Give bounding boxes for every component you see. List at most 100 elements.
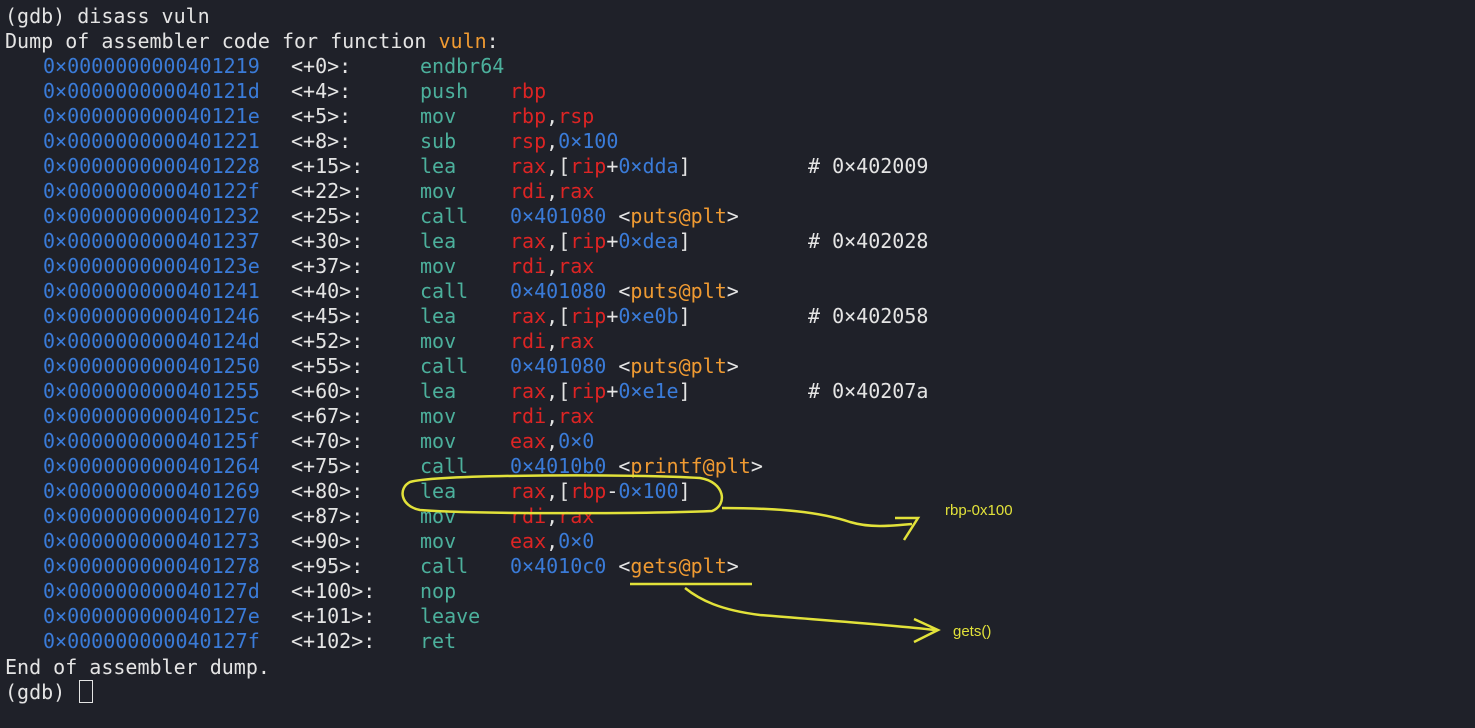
punctuation-token: ,[ <box>546 304 571 328</box>
instruction-mnemonic: mov <box>420 329 457 353</box>
punctuation-token: , <box>546 129 559 153</box>
punctuation-token: ] <box>678 229 691 253</box>
instruction-address: 0×0000000000401237 <box>43 229 260 253</box>
instruction-address: 0×000000000040123e <box>43 254 260 278</box>
instruction-mnemonic: mov <box>420 504 457 528</box>
punctuation-token: > <box>726 204 739 228</box>
instruction-offset: <+60>: <box>291 379 364 403</box>
instruction-mnemonic: lea <box>420 229 457 253</box>
register-token: rdi <box>510 179 547 203</box>
instruction-address: 0×0000000000401273 <box>43 529 260 553</box>
instruction-address: 0×000000000040127e <box>43 604 260 628</box>
dump-header-prefix: Dump of assembler code for function <box>5 29 439 53</box>
register-token: rsp <box>510 129 547 153</box>
instruction-address: 0×0000000000401246 <box>43 304 260 328</box>
instruction-mnemonic: endbr64 <box>420 54 505 78</box>
instruction-offset: <+25>: <box>291 204 364 228</box>
register-token: rsp <box>558 104 595 128</box>
number-token: 0×4010c0 <box>510 554 607 578</box>
disasm-row: 0×000000000040127f<+102>:ret <box>0 629 1100 654</box>
instruction-operands: rdi,rax <box>510 329 594 354</box>
instruction-operands: 0×4010b0 <printf@plt> <box>510 454 763 479</box>
punctuation-token: ,[ <box>546 379 571 403</box>
function-name: vuln <box>438 29 487 53</box>
instruction-operands: rbp,rsp <box>510 104 594 129</box>
instruction-operands: rax,[rip+0×dda] <box>510 154 691 179</box>
register-token: rax <box>510 304 547 328</box>
instruction-operands: 0×401080 <puts@plt> <box>510 204 739 229</box>
instruction-address: 0×0000000000401278 <box>43 554 260 578</box>
gdb-prompt-line[interactable]: (gdb) <box>5 680 94 705</box>
number-token: 0×0 <box>558 529 595 553</box>
register-token: rax <box>510 154 547 178</box>
punctuation-token: > <box>726 354 739 378</box>
instruction-offset: <+87>: <box>291 504 364 528</box>
instruction-mnemonic: push <box>420 79 469 103</box>
instruction-address: 0×0000000000401250 <box>43 354 260 378</box>
register-token: rip <box>570 229 607 253</box>
punctuation-token: > <box>726 279 739 303</box>
instruction-comment: # 0×40207a <box>808 379 929 403</box>
instruction-mnemonic: lea <box>420 304 457 328</box>
instruction-mnemonic: lea <box>420 154 457 178</box>
instruction-address: 0×0000000000401269 <box>43 479 260 503</box>
instruction-operands: eax,0×0 <box>510 529 594 554</box>
instruction-offset: <+30>: <box>291 229 364 253</box>
instruction-address: 0×0000000000401228 <box>43 154 260 178</box>
instruction-address: 0×0000000000401221 <box>43 129 260 153</box>
punctuation-token: ,[ <box>546 479 571 503</box>
instruction-mnemonic: mov <box>420 179 457 203</box>
instruction-operands: eax,0×0 <box>510 429 594 454</box>
punctuation-token: < <box>606 454 631 478</box>
stack-buffer-annotation: rbp-0x100 <box>945 502 1013 519</box>
punctuation-token: , <box>546 529 559 553</box>
number-token: 0×e0b <box>618 304 679 328</box>
register-token: rbp <box>510 104 547 128</box>
punctuation-token: + <box>606 304 619 328</box>
instruction-comment: # 0×402009 <box>808 154 929 178</box>
number-token: 0×100 <box>558 129 619 153</box>
instruction-mnemonic: lea <box>420 379 457 403</box>
symbol-token: puts@plt <box>630 204 727 228</box>
instruction-comment: # 0×402058 <box>808 304 929 328</box>
instruction-operands: rax,[rip+0×e0b] <box>510 304 691 329</box>
instruction-operands: rax,[rip+0×e1e] <box>510 379 691 404</box>
instruction-operands: rax,[rbp-0×100] <box>510 479 691 504</box>
command-line: (gdb) disass vuln <box>5 4 210 28</box>
dump-footer: End of assembler dump. <box>5 655 270 679</box>
instruction-offset: <+55>: <box>291 354 364 378</box>
register-token: rbp <box>570 479 607 503</box>
disasm-row: 0×000000000040127d<+100>:nop <box>0 579 1100 604</box>
punctuation-token: ] <box>678 304 691 328</box>
instruction-offset: <+102>: <box>291 629 376 653</box>
register-token: rax <box>558 504 595 528</box>
register-token: rax <box>510 379 547 403</box>
register-token: rbp <box>510 79 547 103</box>
instruction-offset: <+95>: <box>291 554 364 578</box>
punctuation-token: , <box>546 429 559 453</box>
number-token: 0×e1e <box>618 379 679 403</box>
register-token: rdi <box>510 254 547 278</box>
instruction-mnemonic: mov <box>420 104 457 128</box>
punctuation-token: < <box>606 554 631 578</box>
punctuation-token: , <box>546 179 559 203</box>
register-token: rip <box>570 379 607 403</box>
instruction-offset: <+52>: <box>291 329 364 353</box>
dump-header-suffix: : <box>486 29 499 53</box>
instruction-address: 0×000000000040121e <box>43 104 260 128</box>
punctuation-token: - <box>606 479 619 503</box>
punctuation-token: ] <box>678 379 691 403</box>
terminal-cursor[interactable] <box>79 680 94 703</box>
